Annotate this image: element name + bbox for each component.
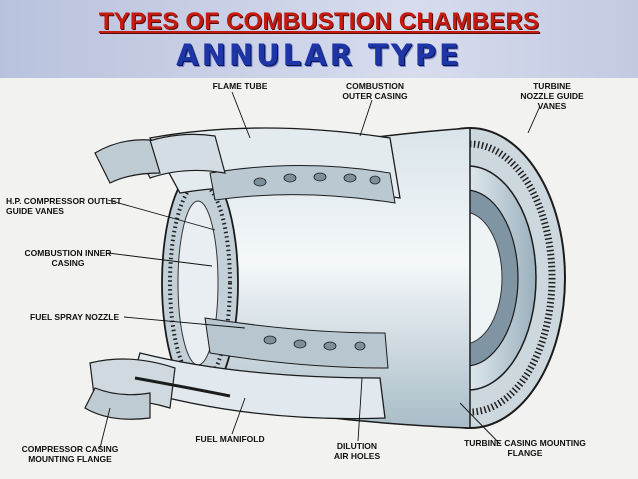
flame-tube — [134, 127, 401, 204]
label-combustion-outer-casing: COMBUSTION OUTER CASING — [342, 81, 408, 101]
annular-chamber-illustration — [84, 91, 566, 449]
slide-title: TYPES OF COMBUSTION CHAMBERS — [98, 8, 540, 35]
combustion-chamber-diagram: FLAME TUBE COMBUSTION OUTER CASING TURBI… — [0, 78, 638, 479]
label-compressor-casing-mounting-flange: COMPRESSOR CASING MOUNTING FLANGE — [21, 444, 119, 464]
label-fuel-manifold: FUEL MANIFOLD — [195, 434, 265, 444]
label-hp-compressor-outlet-guide-vanes: H.P. COMPRESSOR OUTLET GUIDE VANES — [6, 196, 122, 216]
leader-lines — [99, 91, 541, 449]
label-dilution-air-holes: DILUTION AIR HOLES — [333, 441, 381, 461]
compressor-casing-flange — [84, 139, 161, 420]
slide-subtitle: ANNULAR TYPE — [176, 38, 462, 72]
label-flame-tube: FLAME TUBE — [212, 81, 268, 91]
label-turbine-casing-mounting-flange: TURBINE CASING MOUNTING FLANGE — [464, 438, 586, 458]
label-turbine-nozzle-guide-vanes: TURBINE NOZZLE GUIDE VANES — [520, 81, 584, 111]
slide-header: TYPES OF COMBUSTION CHAMBERS ANNULAR TYP… — [0, 0, 638, 78]
label-combustion-inner-casing: COMBUSTION INNER CASING — [24, 248, 112, 268]
label-fuel-spray-nozzle: FUEL SPRAY NOZZLE — [30, 312, 120, 322]
